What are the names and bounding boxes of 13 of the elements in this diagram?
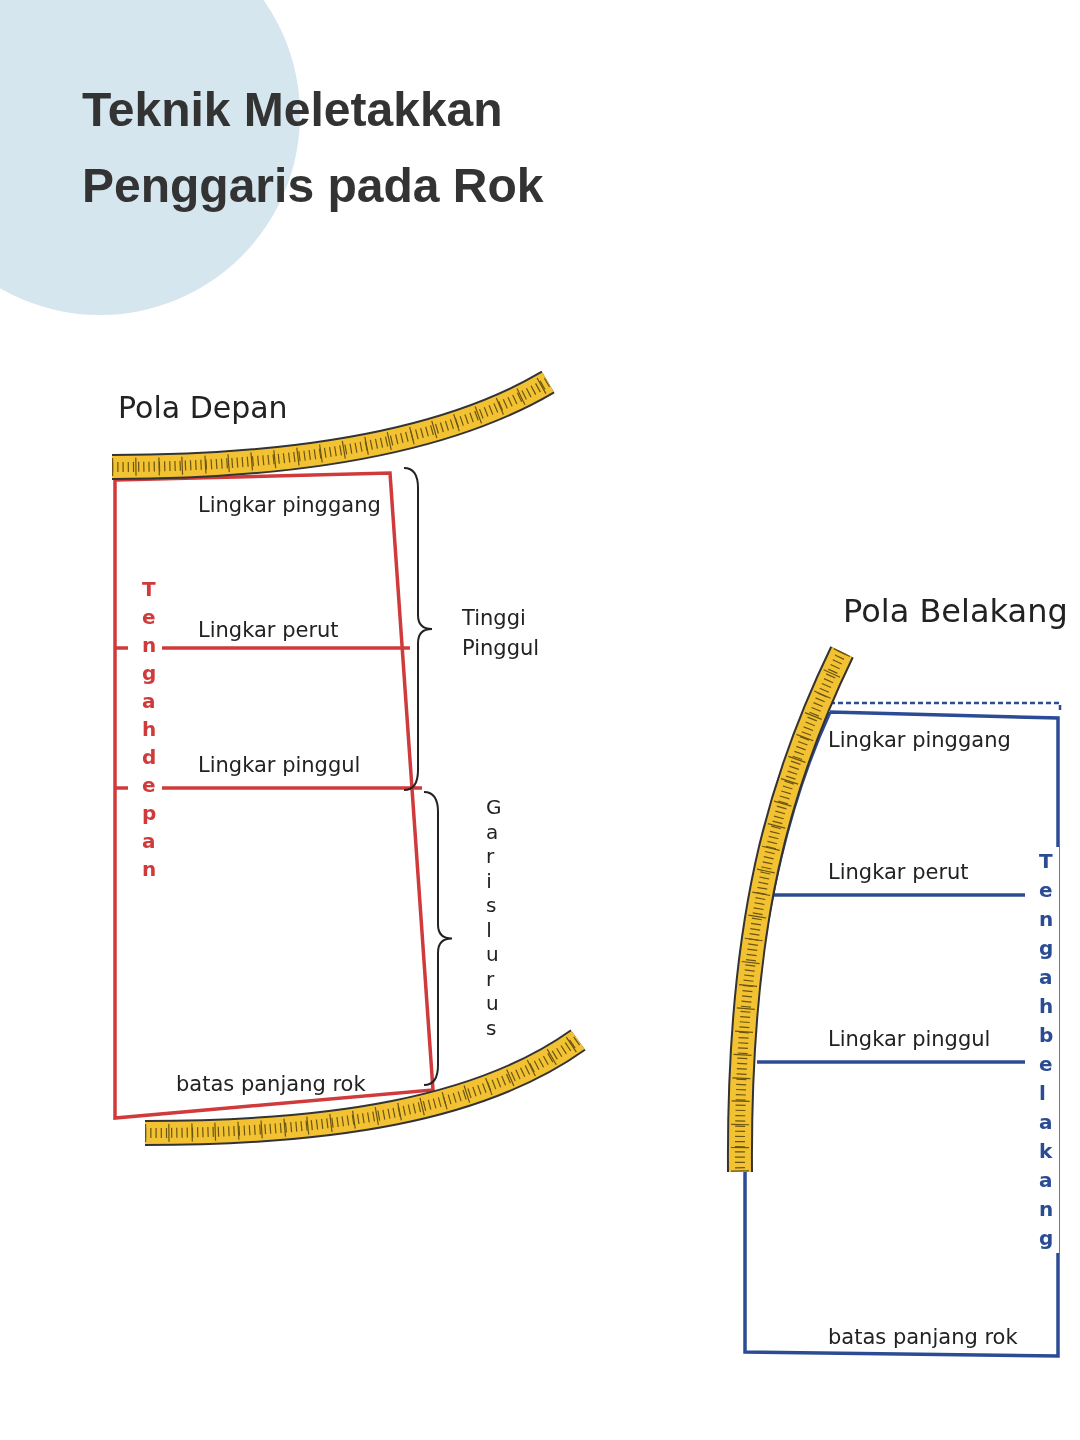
vertical-label: Tengah belakang	[1025, 847, 1059, 1253]
measurement-label: Lingkar pinggang	[828, 728, 1011, 752]
measurement-label: Lingkar perut	[198, 618, 339, 642]
measurement-label: Lingkar pinggul	[198, 753, 361, 777]
measurement-label: Lingkar perut	[828, 860, 969, 884]
measurement-label: batas panjang rok	[176, 1072, 366, 1096]
bracket-label: Tinggi Pinggul	[462, 605, 541, 662]
measurement-label: Lingkar pinggul	[828, 1027, 991, 1051]
title: Teknik Meletakkan Penggaris pada Rok	[82, 82, 545, 214]
measurement-label: batas panjang rok	[828, 1325, 1018, 1349]
pattern-heading: Pola Depan	[118, 390, 288, 425]
pattern-heading: Pola Belakang	[843, 592, 1068, 630]
measurement-label: Lingkar pinggang	[198, 493, 381, 517]
